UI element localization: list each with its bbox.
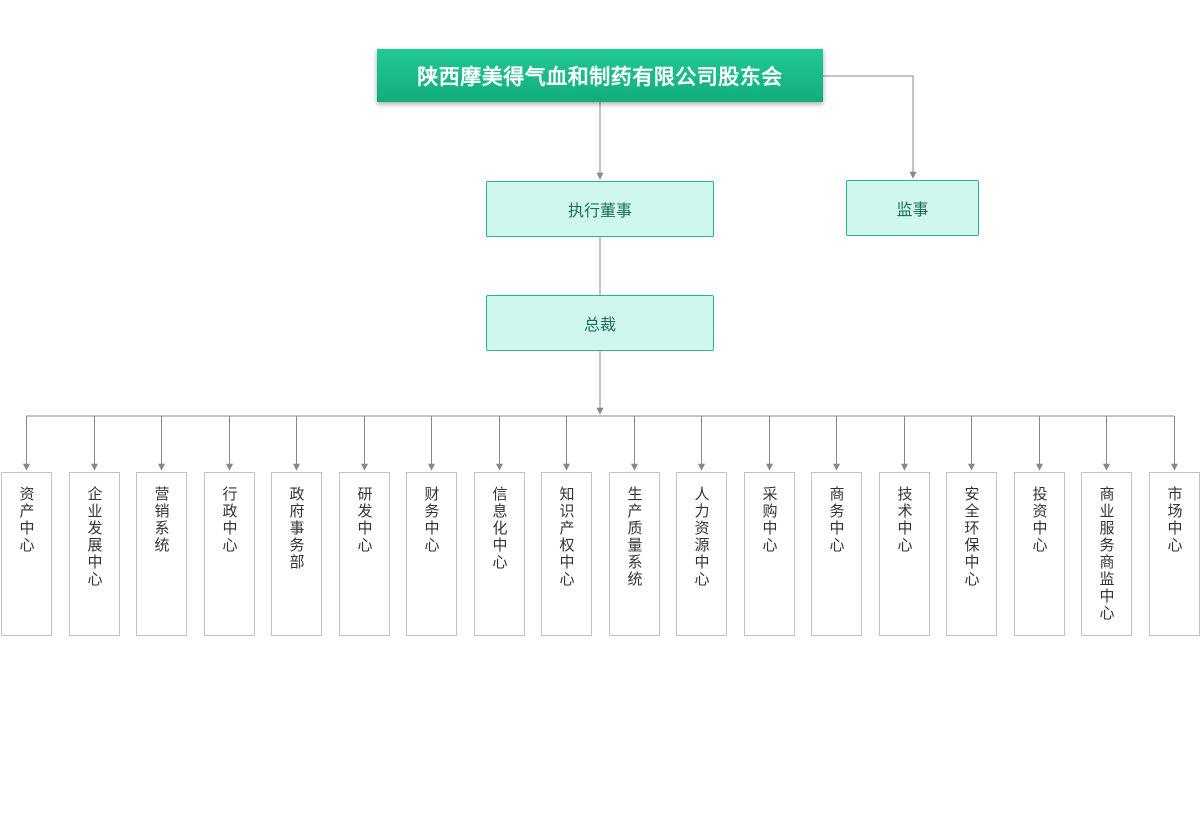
president-node: 总裁 — [486, 295, 714, 351]
department-label: 政府事务部 — [287, 486, 306, 571]
shareholders-meeting-node: 陕西摩美得气血和制药有限公司股东会 — [377, 49, 823, 102]
department-node: 生产质量系统 — [609, 472, 660, 636]
president-label: 总裁 — [583, 315, 616, 334]
supervisor-label: 监事 — [896, 200, 929, 219]
department-node: 行政中心 — [204, 472, 255, 636]
department-label: 人力资源中心 — [692, 486, 711, 588]
department-label: 安全环保中心 — [962, 486, 981, 588]
department-label: 财务中心 — [422, 486, 441, 554]
department-label: 信息化中心 — [490, 486, 509, 571]
department-node: 企业发展中心 — [69, 472, 120, 636]
department-node: 财务中心 — [406, 472, 457, 636]
connector-shareholders-supervisor — [823, 75, 917, 179]
department-label: 行政中心 — [220, 486, 239, 554]
department-connectors — [23, 416, 1178, 471]
department-node: 资产中心 — [1, 472, 52, 636]
department-node: 人力资源中心 — [676, 472, 727, 636]
department-label: 生产质量系统 — [625, 486, 644, 588]
department-node: 信息化中心 — [474, 472, 525, 636]
department-label: 研发中心 — [355, 486, 374, 554]
department-label: 商业服务商监中心 — [1097, 486, 1116, 622]
department-node: 知识产权中心 — [541, 472, 592, 636]
department-label: 资产中心 — [17, 486, 36, 554]
department-label: 营销系统 — [152, 486, 171, 554]
department-node: 安全环保中心 — [946, 472, 997, 636]
department-node: 商业服务商监中心 — [1081, 472, 1132, 636]
executive-director-node: 执行董事 — [486, 181, 714, 237]
department-node: 投资中心 — [1014, 472, 1065, 636]
department-node: 商务中心 — [811, 472, 862, 636]
department-label: 知识产权中心 — [557, 486, 576, 588]
department-label: 采购中心 — [760, 486, 779, 554]
department-node: 研发中心 — [339, 472, 390, 636]
department-node: 市场中心 — [1149, 472, 1200, 636]
department-label: 投资中心 — [1030, 486, 1049, 554]
supervisor-node: 监事 — [846, 180, 979, 236]
executive-director-label: 执行董事 — [567, 201, 632, 220]
department-label: 企业发展中心 — [85, 486, 104, 588]
department-label: 商务中心 — [827, 486, 846, 554]
department-label: 技术中心 — [895, 486, 914, 554]
department-label: 市场中心 — [1165, 486, 1184, 554]
shareholders-meeting-label: 陕西摩美得气血和制药有限公司股东会 — [417, 63, 783, 89]
department-node: 技术中心 — [879, 472, 930, 636]
department-node: 营销系统 — [136, 472, 187, 636]
department-node: 政府事务部 — [271, 472, 322, 636]
department-node: 采购中心 — [744, 472, 795, 636]
